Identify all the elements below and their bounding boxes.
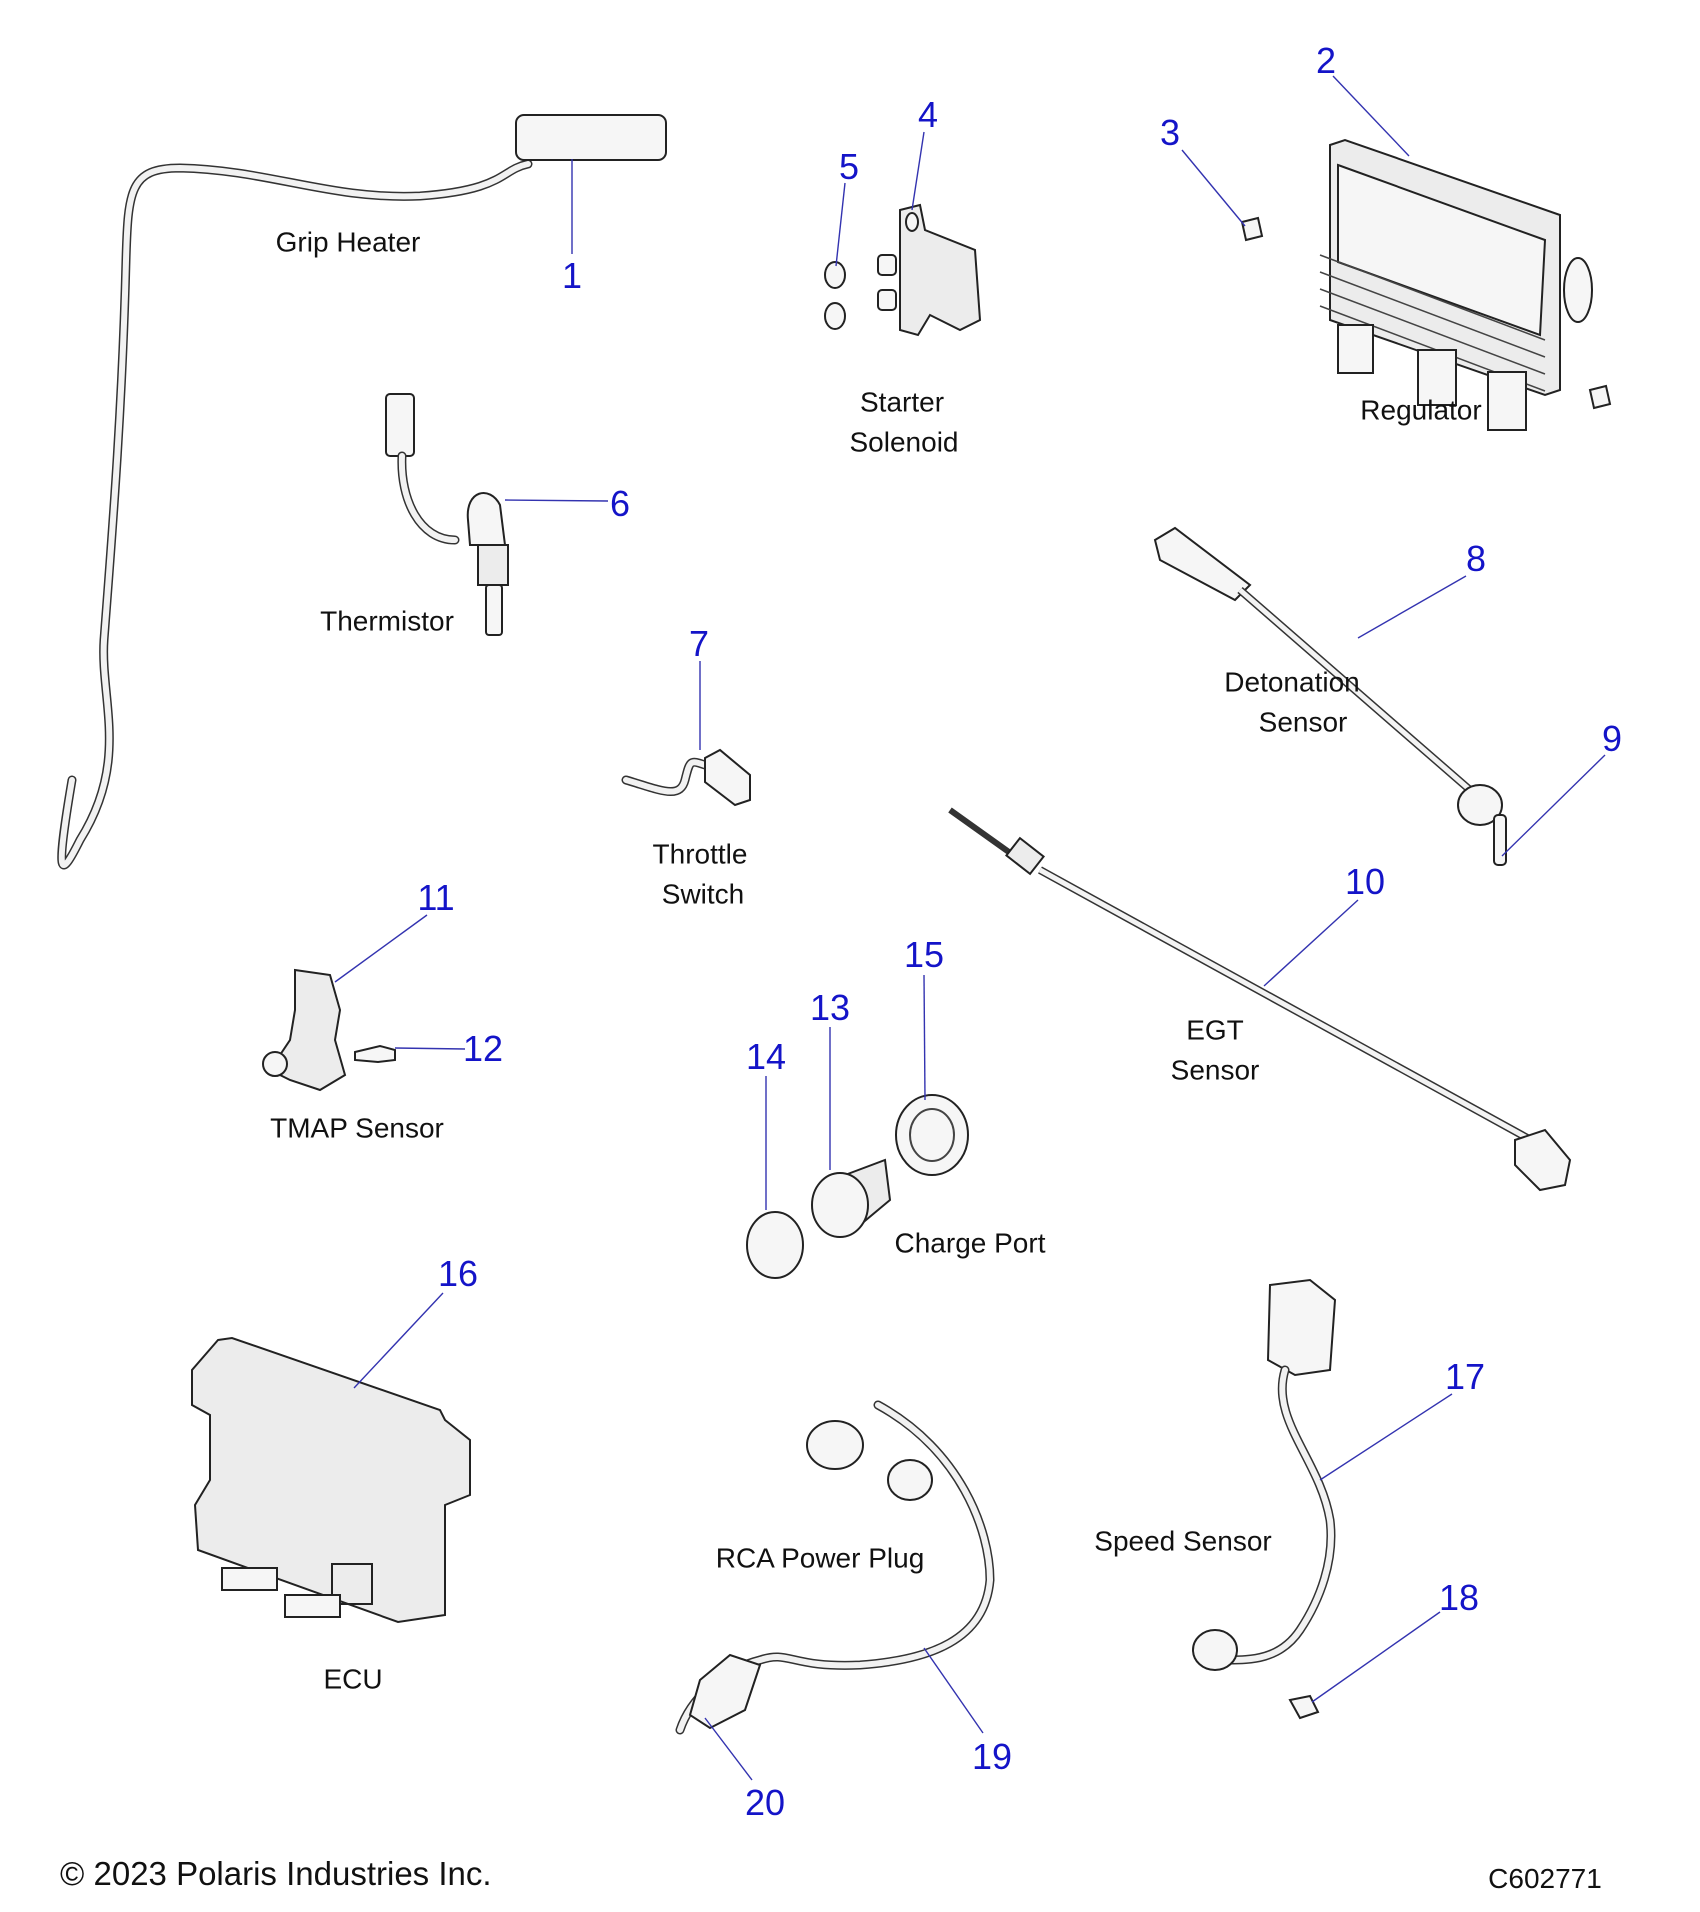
charge-port-part <box>746 1094 969 1279</box>
rca-power-plug-part <box>675 1400 995 1735</box>
ecu-part <box>191 1336 471 1624</box>
leader-17 <box>1319 1393 1453 1481</box>
starter-solenoid-part <box>824 203 982 337</box>
regulator-part <box>1240 138 1612 431</box>
label-throttle: Throttle <box>652 838 748 870</box>
label-rca-power-plug: RCA Power Plug <box>715 1542 925 1574</box>
label-tmap-sensor: TMAP Sensor <box>270 1112 444 1144</box>
callout-9[interactable]: 9 <box>1601 718 1623 759</box>
label-egt-sensor: Sensor <box>1170 1054 1260 1086</box>
callout-3[interactable]: 3 <box>1159 112 1181 153</box>
leader-19 <box>923 1647 984 1734</box>
leader-20 <box>704 1717 753 1781</box>
label-starter: Starter <box>859 386 945 418</box>
leader-18 <box>1311 1611 1441 1703</box>
label-switch: Switch <box>661 878 745 910</box>
leader-10 <box>1263 899 1359 987</box>
grip-heater-part <box>57 114 667 870</box>
copyright-text: © 2023 Polaris Industries Inc. <box>60 1855 492 1892</box>
leader-12 <box>394 1047 466 1050</box>
label-egt: EGT <box>1186 1014 1244 1046</box>
label-regulator: Regulator <box>1360 394 1482 426</box>
callout-5[interactable]: 5 <box>838 146 860 187</box>
throttle-switch-part <box>621 748 751 807</box>
leader-5 <box>835 182 846 267</box>
leader-9 <box>1501 754 1606 857</box>
leader-15 <box>923 974 926 1101</box>
leader-3 <box>1181 149 1246 227</box>
leader-8 <box>1357 575 1467 639</box>
callout-6[interactable]: 6 <box>609 483 631 524</box>
leader-6 <box>504 499 609 502</box>
label-detonation-sensor: Sensor <box>1258 706 1348 738</box>
callout-13[interactable]: 13 <box>809 987 851 1028</box>
detonation-sensor-part <box>1153 526 1507 866</box>
callout-20[interactable]: 20 <box>744 1782 786 1823</box>
callout-14[interactable]: 14 <box>745 1036 787 1077</box>
leader-2 <box>1332 75 1410 157</box>
label-detonation: Detonation <box>1224 666 1360 698</box>
callout-16[interactable]: 16 <box>437 1253 479 1294</box>
callout-12[interactable]: 12 <box>462 1028 504 1069</box>
callout-7[interactable]: 7 <box>688 623 710 664</box>
label-speed-sensor: Speed Sensor <box>1094 1525 1272 1557</box>
callout-10[interactable]: 10 <box>1344 861 1386 902</box>
leader-4 <box>911 131 925 211</box>
callout-15[interactable]: 15 <box>903 934 945 975</box>
callout-2[interactable]: 2 <box>1315 40 1337 81</box>
label-solenoid: Solenoid <box>849 426 959 458</box>
speed-sensor-part <box>1192 1278 1337 1720</box>
callout-11[interactable]: 11 <box>417 877 455 918</box>
callout-1[interactable]: 1 <box>561 255 583 296</box>
label-charge-port: Charge Port <box>894 1227 1046 1259</box>
label-grip-heater: Grip Heater <box>275 226 421 258</box>
egt-sensor-part <box>948 807 1572 1192</box>
leader-11 <box>334 914 428 983</box>
thermistor-part <box>385 393 509 636</box>
label-thermistor: Thermistor <box>320 605 454 637</box>
callout-4[interactable]: 4 <box>917 94 939 135</box>
tmap-sensor-part <box>262 968 396 1092</box>
callout-8[interactable]: 8 <box>1465 538 1487 579</box>
leader-16 <box>353 1292 444 1389</box>
callout-17[interactable]: 17 <box>1444 1356 1486 1397</box>
callout-18[interactable]: 18 <box>1438 1577 1480 1618</box>
label-ecu: ECU <box>323 1663 383 1695</box>
callout-19[interactable]: 19 <box>971 1736 1013 1777</box>
drawing-id: C602771 <box>1488 1863 1602 1894</box>
